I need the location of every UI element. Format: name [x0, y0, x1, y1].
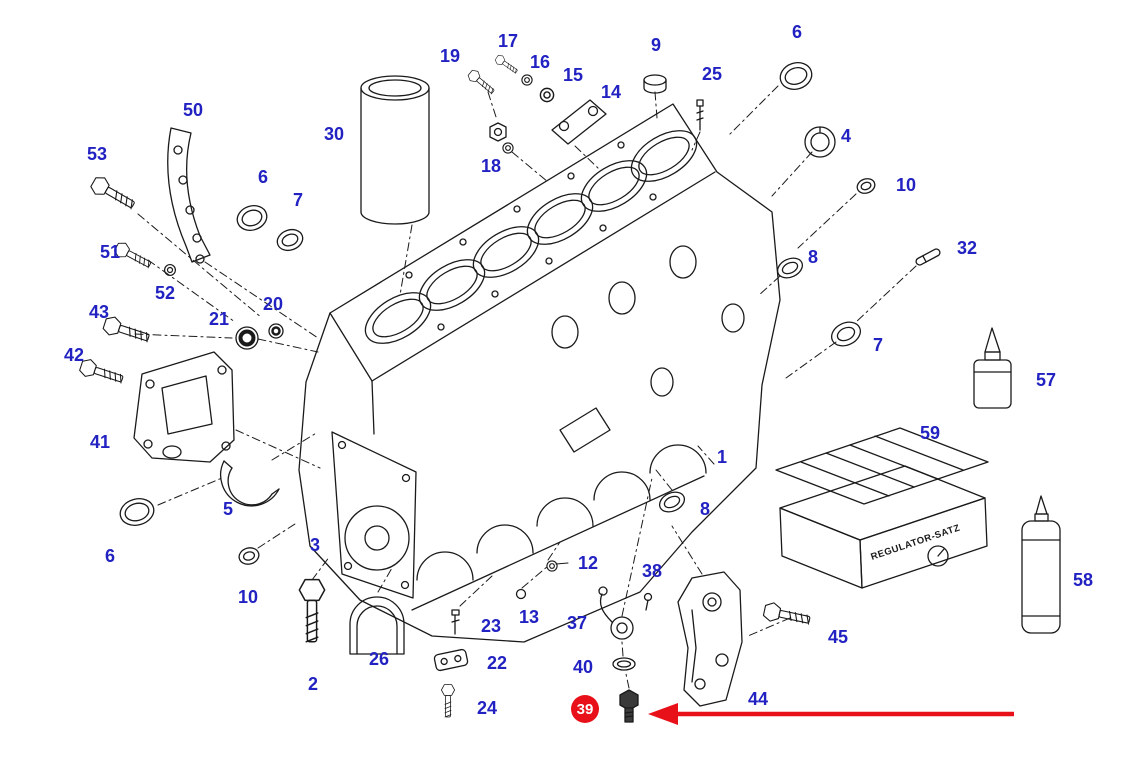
part-label-20[interactable]: 20 [262, 294, 284, 314]
part-label-43[interactable]: 43 [88, 302, 110, 322]
part-label-59[interactable]: 59 [919, 423, 941, 443]
part-label-14[interactable]: 14 [600, 82, 622, 102]
pointer-arrow-icon [648, 703, 1014, 725]
part-label-1[interactable]: 1 [716, 447, 728, 467]
part-oil-jet [598, 586, 653, 640]
part-label-25[interactable]: 25 [701, 64, 723, 84]
part-label-6[interactable]: 6 [257, 167, 269, 187]
part-label-41[interactable]: 41 [89, 432, 111, 452]
part-plugs-and-seals [119, 62, 941, 671]
part-label-23[interactable]: 23 [480, 616, 502, 636]
part-label-3[interactable]: 3 [309, 535, 321, 555]
part-label-10[interactable]: 10 [895, 175, 917, 195]
part-bearing-cap [349, 596, 405, 655]
part-small-hardware [433, 99, 704, 672]
part-label-16[interactable]: 16 [529, 52, 551, 72]
part-label-15[interactable]: 15 [562, 65, 584, 85]
part-label-40[interactable]: 40 [572, 657, 594, 677]
part-label-21[interactable]: 21 [208, 309, 230, 329]
highlighted-part-label[interactable]: 39 [571, 695, 599, 723]
part-plug-39 [619, 689, 639, 723]
part-label-45[interactable]: 45 [827, 627, 849, 647]
part-bracket-44 [677, 571, 743, 707]
part-label-6[interactable]: 6 [791, 22, 803, 42]
part-label-8[interactable]: 8 [807, 247, 819, 267]
part-housing-41 [133, 351, 235, 463]
part-label-42[interactable]: 42 [63, 345, 85, 365]
part-label-6[interactable]: 6 [104, 546, 116, 566]
part-label-8[interactable]: 8 [699, 499, 711, 519]
part-label-30[interactable]: 30 [323, 124, 345, 144]
leader-lines [134, 85, 917, 689]
part-label-58[interactable]: 58 [1072, 570, 1094, 590]
part-label-51[interactable]: 51 [99, 242, 121, 262]
part-label-50[interactable]: 50 [182, 100, 204, 120]
part-cartridge-58 [1021, 495, 1061, 634]
part-kit-box-59 [775, 427, 989, 589]
part-label-2[interactable]: 2 [307, 674, 319, 694]
part-label-17[interactable]: 17 [497, 31, 519, 51]
part-label-13[interactable]: 13 [518, 607, 540, 627]
part-label-38[interactable]: 38 [641, 561, 663, 581]
part-label-37[interactable]: 37 [566, 613, 588, 633]
part-label-26[interactable]: 26 [368, 649, 390, 669]
part-label-12[interactable]: 12 [577, 553, 599, 573]
part-label-32[interactable]: 32 [956, 238, 978, 258]
part-label-52[interactable]: 52 [154, 283, 176, 303]
part-label-4[interactable]: 4 [840, 126, 852, 146]
part-label-19[interactable]: 19 [439, 46, 461, 66]
part-label-7[interactable]: 7 [292, 190, 304, 210]
part-bracket-50 [167, 127, 211, 264]
part-label-9[interactable]: 9 [650, 35, 662, 55]
part-cylinder-liner [360, 75, 430, 225]
engine-block-drawing [298, 103, 781, 643]
part-label-10[interactable]: 10 [237, 587, 259, 607]
part-label-53[interactable]: 53 [86, 144, 108, 164]
part-label-57[interactable]: 57 [1035, 370, 1057, 390]
part-bearing-shell [219, 460, 280, 507]
part-bottle-57 [973, 327, 1012, 409]
part-label-24[interactable]: 24 [476, 698, 498, 718]
part-bolts [77, 53, 812, 718]
part-label-7[interactable]: 7 [872, 335, 884, 355]
part-label-5[interactable]: 5 [222, 499, 234, 519]
part-label-22[interactable]: 22 [486, 653, 508, 673]
part-label-44[interactable]: 44 [747, 689, 769, 709]
part-label-18[interactable]: 18 [480, 156, 502, 176]
